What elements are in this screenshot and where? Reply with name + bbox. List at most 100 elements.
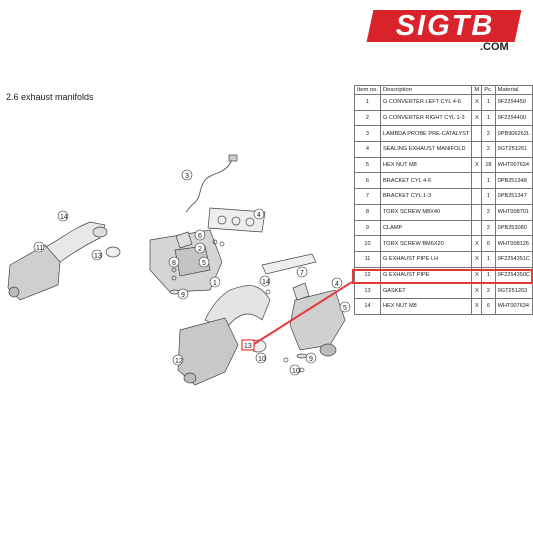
brand-domain: .COM bbox=[480, 41, 509, 53]
row-m bbox=[471, 219, 483, 237]
callout-9-upper: 9 bbox=[177, 288, 189, 300]
row-description: BRACKET CYL 1-3 bbox=[379, 188, 473, 205]
row-material: 9F2254400 bbox=[494, 109, 533, 127]
callout-11: 11 bbox=[33, 241, 45, 253]
row-pc: 1 bbox=[481, 109, 496, 127]
row-pc: 18 bbox=[481, 156, 496, 174]
row-item-no: 13 bbox=[354, 282, 381, 299]
row-pc: 2 bbox=[481, 282, 496, 299]
callout-3: 3 bbox=[181, 169, 193, 181]
row-item-no: 7 bbox=[354, 188, 381, 205]
row-m bbox=[471, 188, 483, 205]
row-material: WHT008126 bbox=[494, 235, 533, 252]
converter-left bbox=[7, 244, 61, 301]
row-m bbox=[471, 125, 483, 143]
row-m: X bbox=[471, 156, 483, 174]
callout-5-lower: 5 bbox=[339, 301, 351, 313]
row-item-no: 14 bbox=[354, 297, 381, 315]
row-material: 9GT251263 bbox=[494, 282, 533, 299]
row-item-no: 4 bbox=[354, 141, 381, 158]
row-pc: 2 bbox=[481, 141, 496, 158]
row-description: BRACKET CYL 4-6 bbox=[379, 172, 473, 190]
row-material: WHT007634 bbox=[494, 297, 533, 315]
callout-6: 6 bbox=[194, 229, 206, 241]
highlight-connector bbox=[253, 281, 352, 345]
row-description: GASKET bbox=[379, 282, 473, 299]
callout-10-lower: 10 bbox=[289, 364, 301, 376]
callout-10-center: 10 bbox=[255, 352, 267, 364]
row-description: G CONVERTER RIGHT CYL 1-3 bbox=[379, 109, 473, 127]
row-m: X bbox=[471, 94, 483, 111]
row-m: X bbox=[471, 297, 483, 315]
row-description: TORX SCREW BM6X20 bbox=[379, 235, 473, 252]
svg-text:3: 3 bbox=[185, 173, 189, 180]
svg-text:11: 11 bbox=[36, 245, 43, 252]
row-pc: 6 bbox=[481, 297, 496, 315]
svg-text:4: 4 bbox=[257, 212, 261, 219]
svg-text:4: 4 bbox=[335, 281, 339, 288]
row-pc: 6 bbox=[481, 235, 496, 252]
svg-text:7: 7 bbox=[300, 270, 304, 277]
row-description: HEX NUT M8 bbox=[379, 156, 473, 174]
row-m: X bbox=[471, 235, 483, 252]
callout-14-left: 14 bbox=[57, 210, 69, 222]
row-pc: 1 bbox=[481, 172, 496, 190]
callout-9-lower: 9 bbox=[305, 352, 317, 364]
callout-13-center: 13 bbox=[241, 339, 255, 351]
header-m: M bbox=[471, 85, 483, 95]
svg-text:10: 10 bbox=[258, 356, 266, 363]
brand-logo[interactable]: SIGTB bbox=[395, 10, 495, 42]
svg-text:9: 9 bbox=[309, 356, 313, 363]
row-pc: 1 bbox=[481, 94, 496, 111]
svg-text:14: 14 bbox=[60, 214, 68, 221]
row-material: WHT008701 bbox=[494, 203, 533, 221]
row-m bbox=[471, 172, 483, 190]
row-description: G EXHAUST PIPE LH bbox=[379, 250, 473, 268]
row-material: 9GT251261 bbox=[494, 141, 533, 158]
callout-4-lower: 4 bbox=[331, 277, 343, 289]
converter-right bbox=[177, 317, 239, 386]
bracket-cyl-1-3 bbox=[292, 282, 310, 301]
bracket-cyl-4-6 bbox=[175, 231, 193, 249]
row-description: G CONVERTER LEFT CYL 4-6 bbox=[379, 94, 473, 111]
callout-4-upper: 4 bbox=[253, 208, 265, 220]
svg-text:5: 5 bbox=[202, 260, 206, 267]
row-material: 0PB906262L bbox=[494, 125, 533, 143]
row-pc: 2 bbox=[481, 219, 496, 237]
callout-8: 8 bbox=[168, 256, 180, 268]
callout-7: 7 bbox=[296, 266, 308, 278]
svg-text:14: 14 bbox=[262, 279, 270, 286]
row-item-no: 1 bbox=[354, 94, 381, 111]
callout-2: 2 bbox=[194, 242, 206, 254]
svg-text:5: 5 bbox=[343, 305, 347, 312]
row-item-no: 5 bbox=[354, 156, 381, 174]
row-material: 0PB251347 bbox=[494, 188, 533, 205]
svg-text:2: 2 bbox=[198, 246, 202, 253]
row-item-no: 2 bbox=[354, 109, 381, 127]
svg-text:6: 6 bbox=[198, 233, 202, 240]
table-header: Item no. Description M Pc. Material bbox=[354, 85, 533, 95]
highlight-row-box bbox=[352, 269, 533, 284]
svg-text:9: 9 bbox=[181, 292, 185, 299]
row-item-no: 10 bbox=[354, 235, 381, 252]
header-material: Material bbox=[494, 85, 533, 95]
lambda-probe bbox=[185, 159, 233, 213]
callout-12: 12 bbox=[172, 354, 184, 366]
svg-text:13: 13 bbox=[244, 343, 252, 350]
svg-text:12: 12 bbox=[175, 358, 183, 365]
row-description: SEALING EXHAUST MANIFOLD bbox=[379, 141, 473, 158]
row-m bbox=[471, 141, 483, 158]
